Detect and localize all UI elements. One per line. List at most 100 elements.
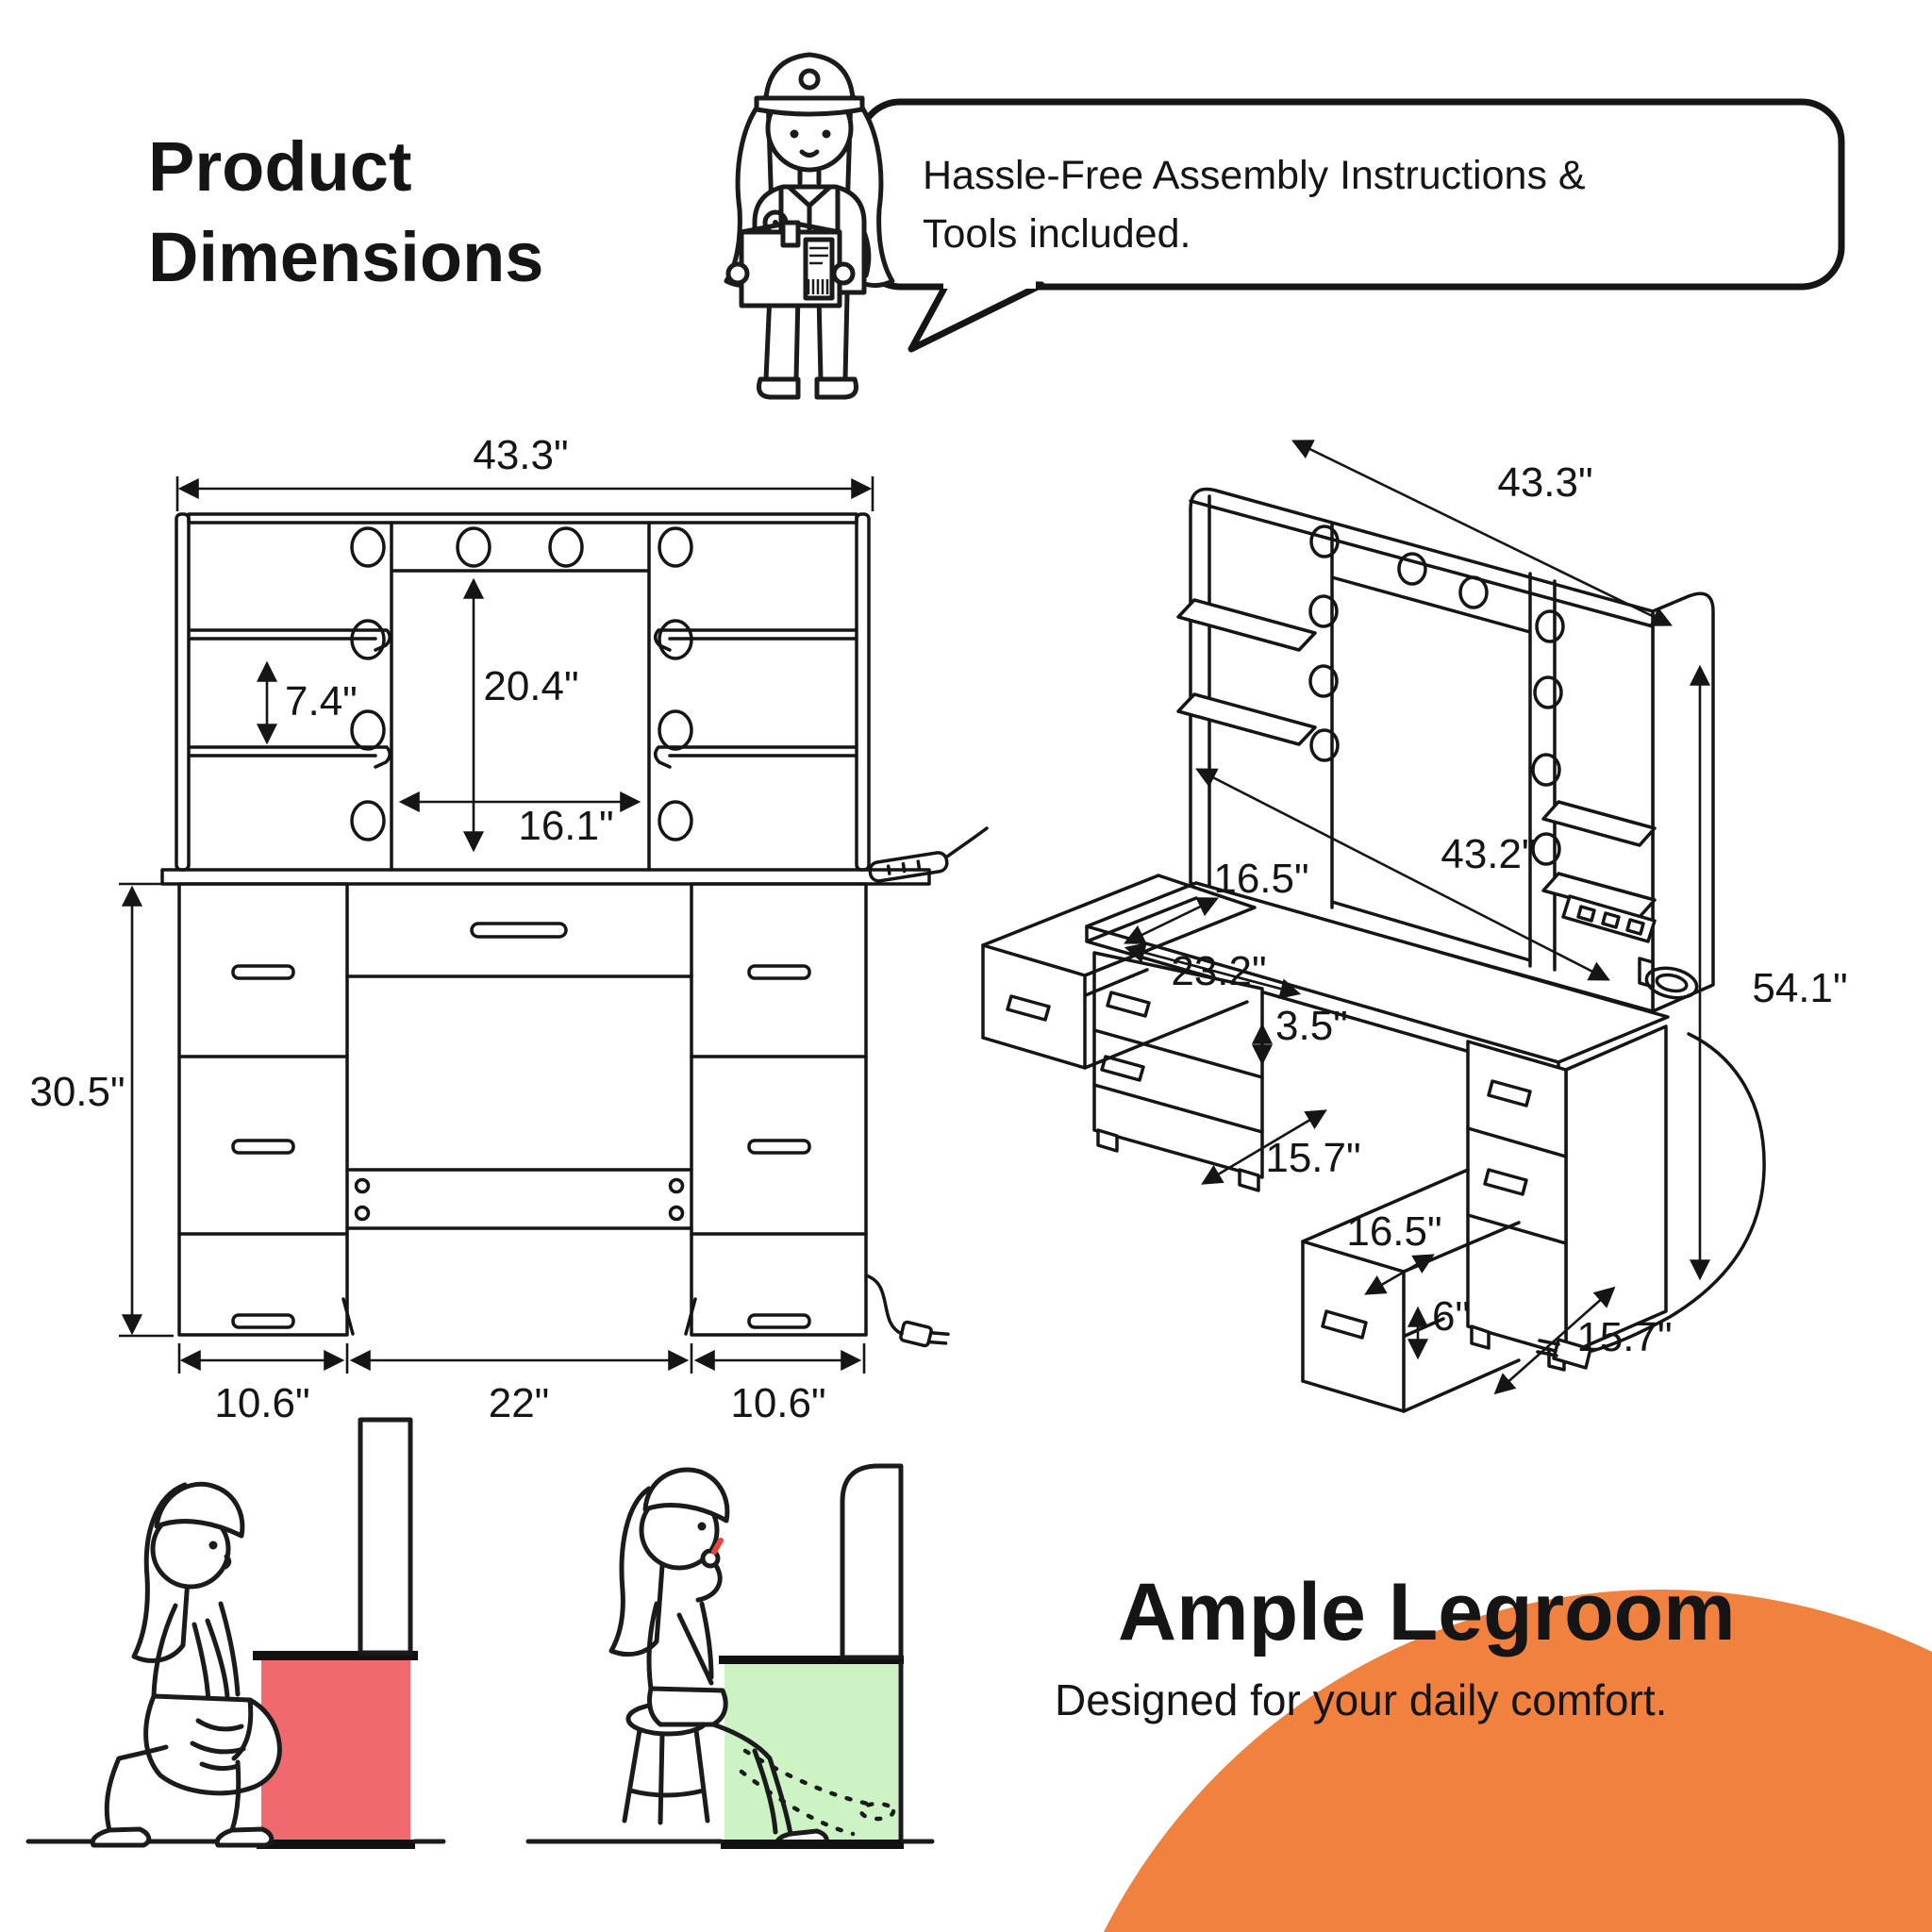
persp-width-arrow xyxy=(1291,440,1673,626)
bottom-drawer-depth-label: 16.5" xyxy=(1346,1208,1441,1255)
power-plug-icon xyxy=(899,1320,950,1348)
cap-emblem-icon xyxy=(798,68,821,91)
skirt xyxy=(143,1693,282,1796)
drawer-dividers xyxy=(177,1055,868,1236)
cabinet-height-label: 30.5" xyxy=(29,1069,125,1115)
left-shelf-lower xyxy=(189,745,391,769)
hips xyxy=(646,1686,728,1727)
desk-base xyxy=(721,1840,904,1849)
bottom-drawer-height-label: 6" xyxy=(1432,1293,1470,1340)
hutch-top-rail xyxy=(187,512,858,525)
shelf xyxy=(1176,692,1317,746)
strip-cable xyxy=(945,826,989,858)
center-drawer-handle xyxy=(470,922,568,939)
shelf xyxy=(1176,598,1317,652)
screw-icon xyxy=(354,1205,371,1222)
hutch-left-panel xyxy=(175,512,191,872)
plug-body xyxy=(899,1320,933,1348)
hair-fringe xyxy=(154,1481,245,1539)
light-bulb-icon xyxy=(1308,664,1339,698)
left-width-label: 10.6" xyxy=(214,1380,309,1426)
box-tape xyxy=(780,220,801,248)
right-pedestal-side xyxy=(1564,1024,1668,1357)
cap xyxy=(763,52,856,101)
eye-left xyxy=(790,129,799,139)
height-ext-lines xyxy=(119,882,174,1338)
open-drawer-box-bottom xyxy=(1301,1168,1521,1413)
power-cord-perspective xyxy=(1591,1032,1766,1353)
shoe xyxy=(90,1826,152,1848)
torso xyxy=(646,1601,714,1691)
front-width-label: 43.3" xyxy=(473,432,568,478)
shipping-label xyxy=(803,237,835,301)
legs xyxy=(763,291,850,382)
shoes xyxy=(757,376,858,400)
accent-circle xyxy=(1104,1590,1932,1932)
desk-top xyxy=(160,868,931,886)
light-bulb-icon xyxy=(350,709,386,751)
front-leg xyxy=(104,1744,169,1833)
mirror-frame xyxy=(390,521,651,872)
hand-left xyxy=(725,261,750,286)
desk-depth-label: 15.7" xyxy=(1576,1314,1672,1360)
light-bulb-icon xyxy=(456,526,491,568)
extended-foot-dashed xyxy=(858,1801,896,1822)
bottom-dim-ticks xyxy=(177,1343,866,1374)
power-strip-front xyxy=(868,851,949,883)
hand xyxy=(700,1548,721,1569)
hutch-side-face xyxy=(1651,591,1715,1013)
legroom-callout: Ample Legroom Designed for your daily co… xyxy=(1055,1567,1736,1724)
legroom-scene-blocked xyxy=(25,1417,446,1849)
screw-icon xyxy=(668,1205,685,1222)
legroom-heading: Ample Legroom xyxy=(1118,1567,1736,1657)
bubble-text-line-1: Hassle-Free Assembly Instructions & xyxy=(923,153,1586,198)
screw-icon xyxy=(668,1177,685,1194)
chest-outline xyxy=(218,1601,241,1697)
front-view-drawing: 43.3" 7.4" 20.4" 16.1" xyxy=(29,432,989,1426)
mirror-height-label: 20.4" xyxy=(483,663,578,709)
hand-right xyxy=(831,261,856,286)
page-title: Product Dimensions xyxy=(148,127,543,296)
light-bulb-icon xyxy=(350,800,386,841)
top-drawer-width-arrow xyxy=(1124,942,1302,999)
light-bulb-icon xyxy=(1533,675,1563,709)
bottom-drawer-depth-arrow xyxy=(1364,1254,1435,1295)
drawer-handle xyxy=(1483,1079,1532,1196)
drawer-handle xyxy=(747,1313,811,1329)
lipstick-arm xyxy=(695,1561,723,1603)
speech-bubble-tail-mask xyxy=(943,277,1036,289)
drawer-handle xyxy=(1100,991,1151,1082)
smile xyxy=(799,149,820,158)
woman-no-legroom xyxy=(90,1481,282,1848)
dim-ticks xyxy=(175,476,874,511)
extended-legs-dashed xyxy=(739,1748,880,1837)
pedestal-feet-bevels xyxy=(341,1297,697,1336)
cap-brim xyxy=(754,95,865,117)
light-bulb-icon xyxy=(658,800,693,841)
woman-with-legroom xyxy=(608,1467,896,1848)
title-line-1: Product xyxy=(148,127,412,206)
desk-edge xyxy=(253,1651,418,1660)
mirror-width-label: 16.1" xyxy=(518,803,613,849)
light-bulb-icon xyxy=(350,526,386,568)
eye xyxy=(208,1541,218,1550)
drawer-handle xyxy=(747,964,811,980)
center-width-label: 22" xyxy=(489,1380,550,1426)
light-bulb-icon xyxy=(548,526,584,568)
pedestal-depth-label: 15.7" xyxy=(1265,1135,1360,1181)
desk-edge xyxy=(719,1656,904,1664)
right-shelf-lower xyxy=(654,745,857,769)
desk-base xyxy=(257,1840,415,1849)
delivery-person-illustration xyxy=(724,52,895,400)
shelf-gap-label: 7.4" xyxy=(285,678,358,724)
pedestal-depth-arrow xyxy=(1201,1109,1327,1185)
back-leg xyxy=(229,1697,254,1833)
title-line-2: Dimensions xyxy=(148,218,543,296)
eye xyxy=(697,1522,707,1531)
power-strip xyxy=(868,851,949,883)
left-shelf-upper xyxy=(189,628,391,652)
drawer-handle xyxy=(1321,1309,1368,1340)
speech-bubble: Hassle-Free Assembly Instructions & Tool… xyxy=(857,98,1845,353)
